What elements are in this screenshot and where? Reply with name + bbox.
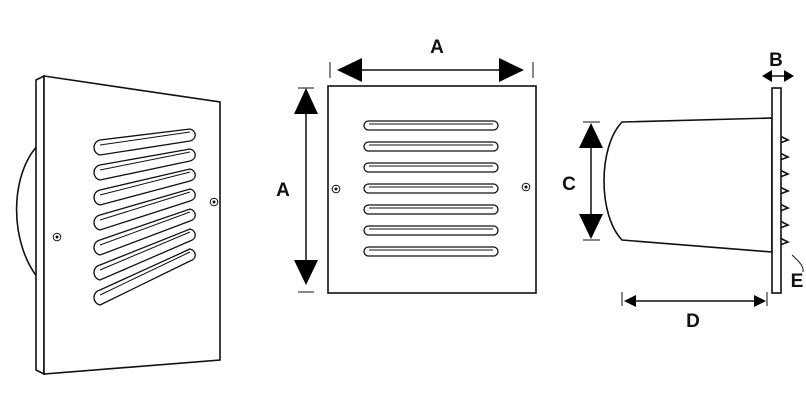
perspective-louver-slot [93,168,196,206]
perspective-plate-face [43,75,221,375]
front-louver-slot [363,141,499,152]
dimension-d: D [621,292,768,332]
side-flange [771,87,782,294]
front-screw-left [331,184,341,194]
label-d: D [686,311,700,332]
perspective-screw-left [52,232,62,242]
label-a-horizontal: A [430,37,444,58]
label-a-vertical: A [276,180,290,201]
front-view: A A [276,37,537,294]
label-c: C [562,174,576,195]
side-duct-body [603,117,773,253]
front-louver-slot [363,204,499,215]
front-louver-slot [363,246,499,257]
perspective-louver-slot [93,188,196,231]
side-view: B C D E [562,50,804,332]
dimension-c: C [562,121,603,241]
perspective-louver-slot [93,248,196,306]
perspective-louver-slot [93,208,196,256]
front-screw-right [521,182,531,192]
perspective-view [15,74,221,376]
perspective-louver-slot [93,228,196,281]
front-louver-slot [363,120,499,131]
perspective-louver-slot [93,148,196,181]
front-louver-slot [363,225,499,236]
label-b: B [769,50,783,71]
detail-e-leader: E [791,254,804,292]
perspective-louver-slot [93,128,196,156]
perspective-plate-edge [35,74,45,376]
dimension-b: B [762,50,794,82]
label-e: E [791,271,804,292]
front-louver-slot [363,183,499,194]
perspective-screw-right [209,197,219,207]
perspective-louvers [93,128,196,306]
front-louver-slot [363,162,499,173]
dimension-a-horizontal: A [329,37,534,82]
dimension-a-vertical: A [276,87,318,293]
front-louvers [363,120,499,257]
